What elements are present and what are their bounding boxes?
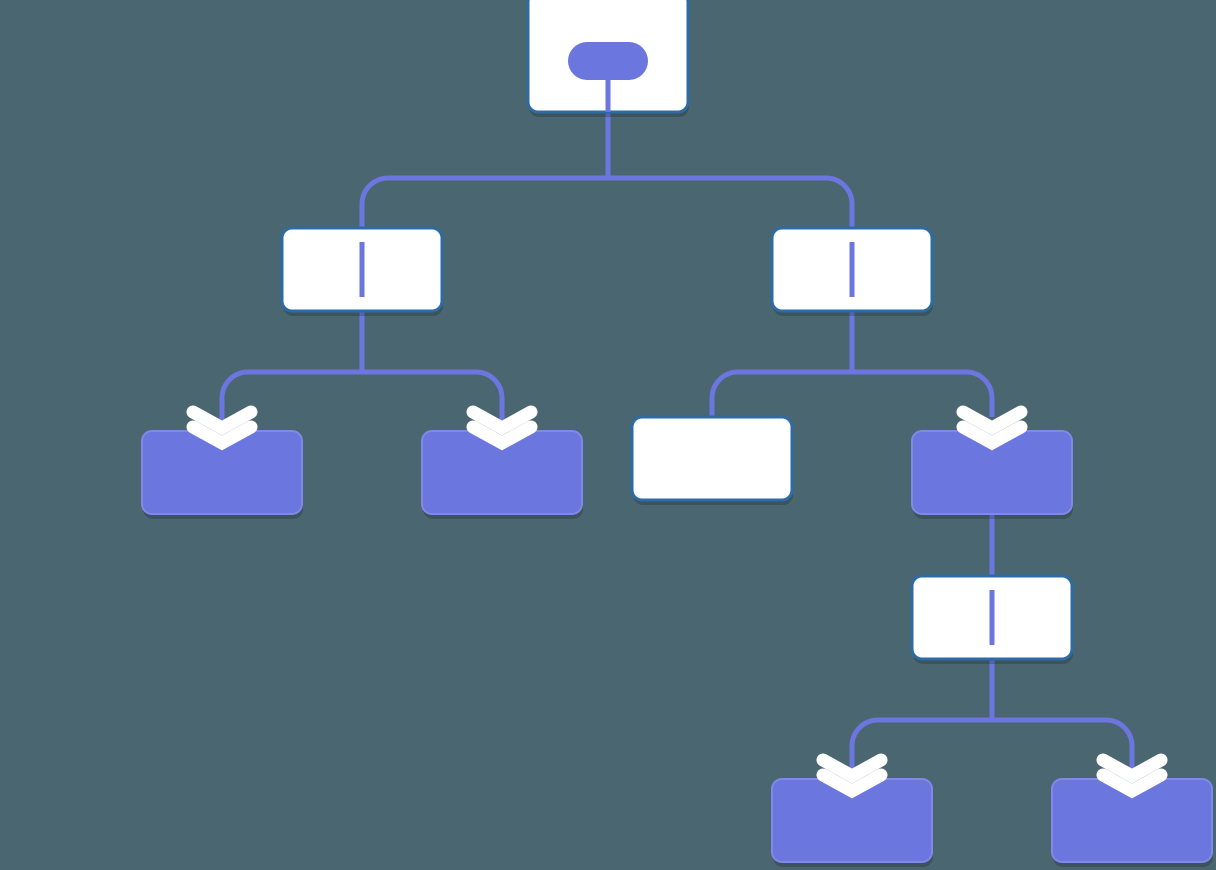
connector-e-mid-split — [849, 659, 1135, 779]
pill-stem-icon — [568, 42, 648, 112]
vertical-line-icon — [359, 242, 365, 297]
node-root[interactable] — [526, 0, 690, 117]
chevron-down-icon — [466, 405, 538, 451]
connector-e-root-split — [359, 112, 855, 228]
chevron-down-icon — [956, 405, 1028, 451]
chevron-down-icon — [1096, 753, 1168, 799]
chevron-down-icon — [816, 753, 888, 799]
node-branch-right[interactable] — [770, 226, 934, 316]
node-branch-r2[interactable] — [911, 430, 1073, 519]
node-leaf-l2[interactable] — [421, 430, 583, 519]
node-leaf-l1[interactable] — [141, 430, 303, 519]
node-leaf-b2[interactable] — [1051, 778, 1213, 867]
vertical-line-icon — [989, 590, 995, 645]
node-leaf-b1[interactable] — [771, 778, 933, 867]
node-plain-r1[interactable] — [630, 415, 794, 505]
connector-e-right-split — [709, 311, 995, 417]
node-branch-left[interactable] — [280, 226, 444, 316]
connector-e-left-split — [219, 311, 505, 431]
vertical-line-icon — [849, 242, 855, 297]
chevron-down-icon — [186, 405, 258, 451]
node-mid-node[interactable] — [910, 574, 1074, 664]
